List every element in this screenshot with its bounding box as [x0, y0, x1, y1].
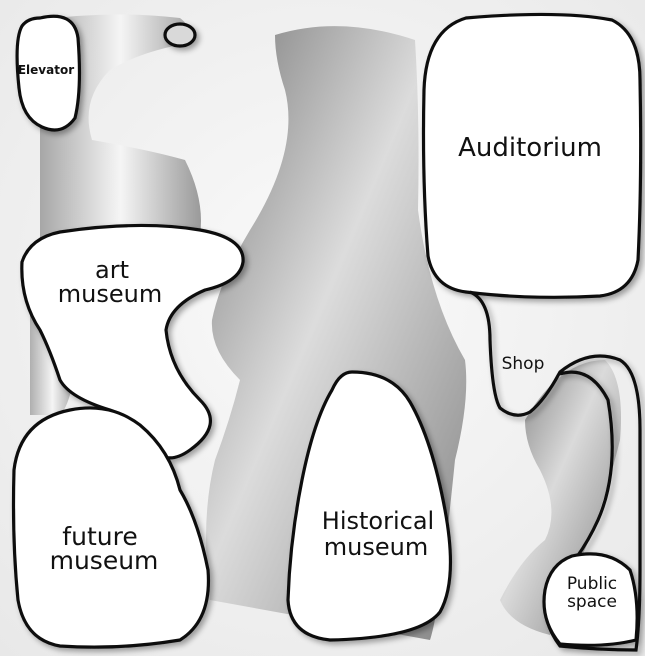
public-space-label-line2: space — [567, 592, 617, 612]
public-space-label-line1: Public — [567, 574, 617, 594]
elevator-label: Elevator — [18, 63, 74, 77]
historical-museum-label-line1: Historical — [322, 507, 434, 535]
future-museum-label-line2: museum — [50, 546, 159, 575]
historical-museum-label-line2: museum — [324, 533, 428, 561]
shop-label: Shop — [502, 354, 545, 374]
auditorium-label: Auditorium — [458, 133, 602, 163]
elevator-endcap — [165, 24, 195, 46]
art-museum-label-line2: museum — [58, 280, 162, 308]
